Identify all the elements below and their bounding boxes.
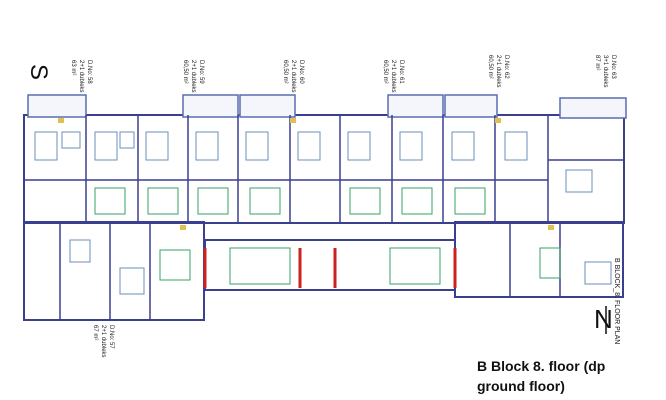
north-compass-label: N xyxy=(594,304,613,334)
south-compass-label: S xyxy=(25,63,53,81)
unit-label-61-area: 60,50 m² xyxy=(382,60,388,84)
fire-walls xyxy=(203,248,457,288)
plan-title: B BLOCK_8. FLOOR PLAN xyxy=(613,258,620,345)
caption-line-1: B Block 8. floor (dp xyxy=(477,358,606,374)
building-outline xyxy=(23,114,625,321)
unit-label-57-type: 2+1 dubleks xyxy=(100,325,106,358)
unit-label-58-no: D.No: 58 xyxy=(86,60,92,84)
interior-fixtures xyxy=(34,131,612,295)
unit-labels: D.No: 58 2+1 dubleks 63 m² D.No: 59 2+1 … xyxy=(70,55,616,358)
unit-label-61-type: 2+1 dubleks xyxy=(390,60,396,93)
unit-label-57-no: D.No: 57 xyxy=(108,325,114,349)
unit-label-63-type: 3+1 dubleks xyxy=(602,55,608,88)
unit-label-60-area: 60,50 m² xyxy=(282,60,288,84)
unit-label-59-no: D.No: 59 xyxy=(198,60,204,84)
unit-label-60-no: D.No: 60 xyxy=(298,60,304,84)
unit-label-58-area: 63 m² xyxy=(70,60,76,75)
unit-label-63-area: 87 m² xyxy=(594,55,600,70)
unit-label-59-type: 2+1 dubleks xyxy=(190,60,196,93)
unit-label-61-no: D.No: 61 xyxy=(398,60,404,84)
unit-walls xyxy=(24,115,624,320)
unit-label-59-area: 60,50 m² xyxy=(182,60,188,84)
unit-label-63-no: D.No: 63 xyxy=(610,55,616,79)
unit-label-62-area: 60,50 m² xyxy=(487,55,493,79)
unit-label-57-area: 67 m² xyxy=(92,325,98,340)
stairs xyxy=(94,187,561,285)
unit-label-62-type: 2+1 dubleks xyxy=(495,55,501,88)
unit-label-62-no: D.No: 62 xyxy=(503,55,509,79)
unit-label-58-type: 2+1 dubleks xyxy=(78,60,84,93)
caption-line-2: ground floor) xyxy=(477,378,565,394)
column-markers xyxy=(58,118,554,230)
unit-label-60-type: 2+1 dubleks xyxy=(290,60,296,93)
floor-caption: B Block 8. floor (dp ground floor) xyxy=(477,356,657,396)
balconies xyxy=(27,94,627,119)
